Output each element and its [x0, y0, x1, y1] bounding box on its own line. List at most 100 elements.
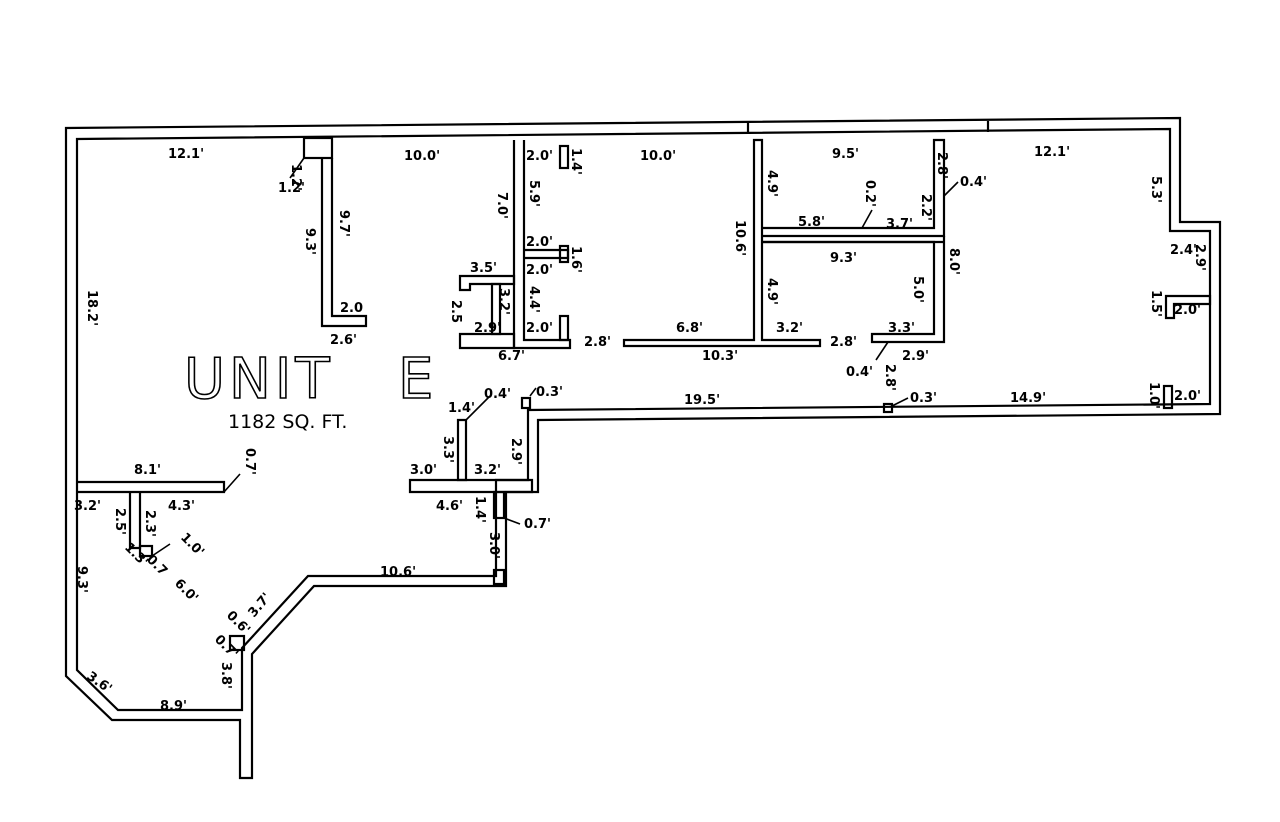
dim-label: 3.2': [474, 463, 501, 478]
door-jamb: [492, 568, 506, 586]
dim-label: 2.8': [882, 364, 897, 391]
dim-label: 3.5': [470, 261, 497, 276]
dim-label: 0.3': [910, 391, 937, 406]
dim-label: 12.1': [1034, 145, 1070, 160]
dim-label: 2.6': [330, 333, 357, 348]
shelf-3: [558, 314, 570, 342]
leader-8: [223, 473, 241, 493]
dim-label: 1.0': [1146, 382, 1161, 409]
leader-5: [465, 395, 491, 421]
left-closet: [128, 492, 142, 550]
dim-label: 1.5': [1148, 290, 1163, 317]
right-room-upper: [762, 138, 946, 238]
dim-label: 0.2': [862, 180, 877, 207]
dim-label: 1.6': [568, 246, 583, 273]
leader-7: [891, 397, 909, 407]
dim-label: 3.8': [218, 662, 233, 689]
dim-label: 1.2': [278, 181, 305, 196]
dim-label: 3.3': [440, 436, 455, 463]
dim-label: 5.9': [526, 180, 541, 207]
interior-walls: [77, 136, 1212, 652]
dim-label: 9.3': [302, 228, 317, 255]
dim-label: 2.5': [112, 508, 127, 535]
dim-label: 0.7': [242, 448, 257, 475]
dim-label: 2.2': [918, 194, 933, 221]
dim-label: 2.9': [902, 349, 929, 364]
center-post: [490, 282, 502, 336]
leader-9: [503, 517, 521, 525]
dim-label: 1.4': [448, 401, 475, 416]
dim-label: 2.0': [1174, 303, 1201, 318]
dim-label: 2.9': [1192, 244, 1207, 271]
notch-a: [882, 402, 894, 414]
dim-label: 9.3': [74, 566, 89, 593]
dim-label: 9.3': [830, 251, 857, 266]
shelf-1: [558, 144, 570, 170]
dim-label: 2.9': [474, 321, 501, 336]
dim-label: 4.9': [764, 170, 779, 197]
dim-label: 2.0': [1174, 389, 1201, 404]
dim-label: 2.3': [142, 510, 157, 537]
dim-label: 0.4': [960, 175, 987, 190]
leader-4: [875, 341, 889, 361]
dim-label: 8.1': [134, 463, 161, 478]
dim-label: 9.7': [336, 210, 351, 237]
notch-b: [520, 396, 532, 410]
dim-label: 9.5': [832, 147, 859, 162]
dim-label: 1.4': [568, 148, 583, 175]
dim-label: 10.6': [732, 220, 747, 256]
dim-label: 0.4': [846, 365, 873, 380]
unit-area: 1182 SQ. FT.: [228, 411, 347, 433]
exterior-walls: [64, 116, 1222, 780]
counter: [408, 478, 534, 494]
dim-label: 2.8': [584, 335, 611, 350]
dim-label: 2.5: [448, 300, 463, 323]
dim-label: 1.4': [472, 496, 487, 523]
dim-label: 3.0': [410, 463, 437, 478]
left-partition: [77, 480, 226, 494]
dim-label: 2.0': [526, 321, 553, 336]
dim-label: 2.0': [526, 235, 553, 250]
dim-label: 2.4': [1170, 243, 1197, 258]
leader-3: [861, 209, 873, 229]
counter-leg: [492, 490, 506, 520]
corner-post: [228, 634, 246, 652]
dim-label: 5.0': [910, 276, 925, 303]
dim-label: 2.9': [508, 438, 523, 465]
dim-label: 6.7': [498, 349, 525, 364]
left-closet-cap: [138, 544, 154, 558]
center-wall-vertical: [512, 140, 572, 350]
dim-label: 0.3': [536, 385, 563, 400]
dim-label: 3.7': [886, 217, 913, 232]
dim-label: 2.0': [526, 149, 553, 164]
dim-label: 2.8': [830, 335, 857, 350]
dim-label: 6.0': [171, 576, 201, 606]
shelf-2: [558, 244, 570, 264]
dim-label: 1.2': [288, 164, 303, 191]
counter-post: [456, 418, 468, 482]
dim-label: 6.8': [676, 321, 703, 336]
dim-label: 10.6': [380, 565, 416, 580]
dim-label: 10.0': [404, 149, 440, 164]
dim-label: 4.6': [436, 499, 463, 514]
right-alcove: [1164, 294, 1212, 320]
unit-title-right: E: [398, 347, 437, 412]
leader-6: [529, 387, 537, 397]
dim-label: 10.0': [640, 149, 676, 164]
dim-label: 2.0': [526, 263, 553, 278]
dim-label: 18.2': [84, 290, 99, 326]
dim-label: 1.0': [177, 530, 207, 560]
leader-1: [289, 157, 305, 179]
dim-label: 5.3': [1148, 176, 1163, 203]
leader-10: [151, 543, 171, 557]
dim-label: 3.0': [486, 532, 501, 559]
dim-label: 8.9': [160, 699, 187, 714]
dim-label: 12.1': [168, 147, 204, 162]
dim-label: 3.2': [776, 321, 803, 336]
dim-label: 19.5': [684, 393, 720, 408]
dim-label: 0.7': [524, 517, 551, 532]
long-partition: [622, 138, 822, 348]
dim-label: 4.9': [764, 278, 779, 305]
dim-label: 0.4': [484, 387, 511, 402]
